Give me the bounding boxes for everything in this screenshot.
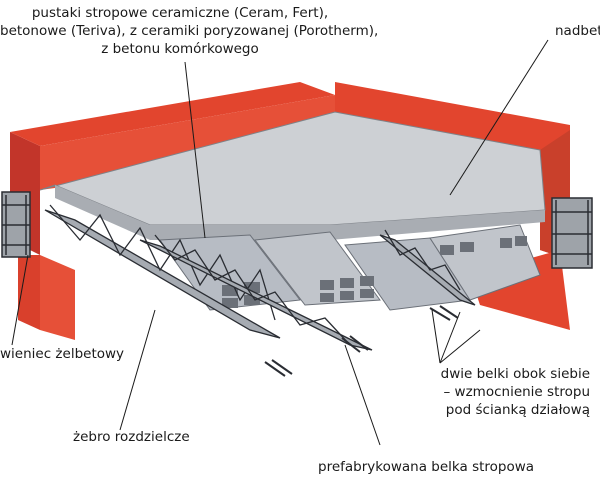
hollow-blocks-label-line2: betonowe (Teriva), z ceramiki poryzowane…: [0, 23, 379, 39]
double-beam-label-line1: dwie belki obok siebie: [440, 366, 590, 382]
hollow-blocks-label: pustaki stropowe ceramiczne (Ceram, Fert…: [0, 4, 379, 58]
ring-beam-label: wieniec żelbetowy: [0, 346, 125, 362]
precast-beam-label: prefabrykowana belka stropowa: [318, 459, 535, 475]
rib-label: żebro rozdzielcze: [73, 429, 190, 445]
topping-label: nadbeton: [555, 23, 600, 39]
truss-ribs: [44, 204, 476, 351]
double-beam-label-line2: – wzmocnienie stropu: [443, 384, 590, 400]
steel-bars: [264, 305, 459, 377]
hollow-blocks-label-line3: z betonu komórkowego: [101, 41, 259, 57]
leader-lines: [11, 39, 549, 446]
hollow-blocks-label-line1: pustaki stropowe ceramiczne (Ceram, Fert…: [31, 5, 329, 21]
double-beam-label: dwie belki obok siebie – wzmocnienie str…: [390, 365, 590, 419]
concrete-topping: [39, 111, 546, 240]
ring-beam-reinforcement: [1, 191, 593, 269]
double-beam-label-line3: pod ścianką działową: [445, 402, 590, 418]
